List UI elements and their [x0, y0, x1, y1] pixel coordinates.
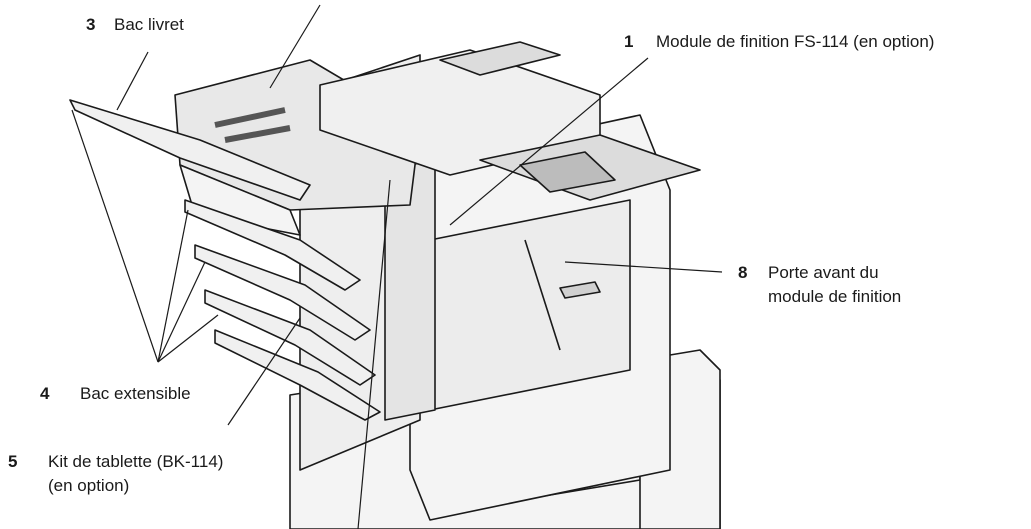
- leader-line: [227, 317, 301, 426]
- output-tray: [214, 329, 381, 421]
- leader-line: [157, 314, 219, 363]
- leader-line: [357, 179, 391, 529]
- output-tray: [184, 199, 361, 291]
- booklet-tray: [69, 99, 311, 201]
- door-seam: [524, 239, 561, 351]
- leader-line: [116, 51, 149, 111]
- leader-line: [157, 261, 206, 363]
- feeder-tray: [439, 41, 561, 76]
- output-tray: [204, 289, 376, 386]
- touch-screen: [519, 151, 616, 193]
- output-tray: [194, 244, 371, 341]
- booklet-roller: [224, 125, 291, 143]
- leader-line: [71, 109, 159, 363]
- door-handle: [559, 281, 601, 299]
- callout-8-line2: module de finition: [768, 287, 902, 306]
- callout-5-line2: (en option): [48, 476, 130, 495]
- leader-line: [564, 261, 723, 273]
- leader-line: [449, 57, 649, 226]
- leader-line: [269, 4, 321, 89]
- leader-line: [157, 209, 189, 363]
- booklet-roller: [214, 107, 286, 128]
